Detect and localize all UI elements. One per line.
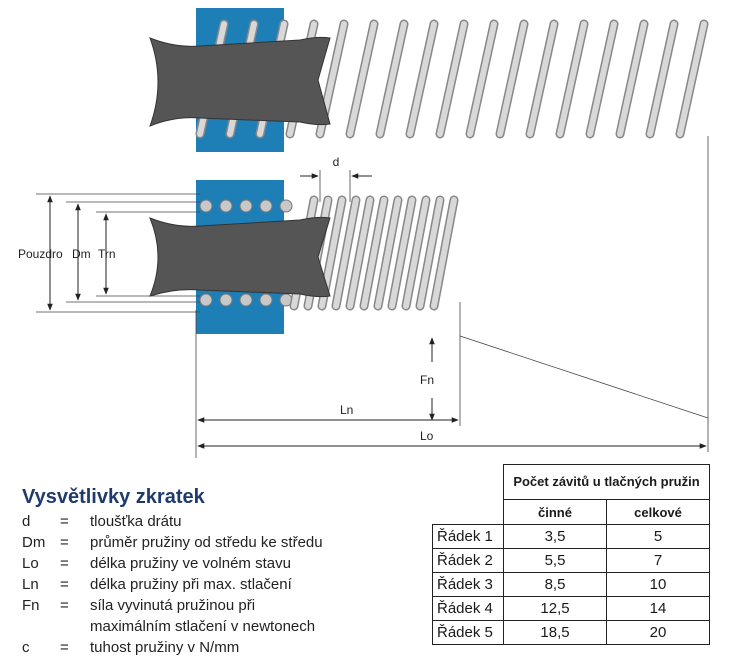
- legend-desc: délka pružiny ve volném stavu: [90, 555, 291, 572]
- legend-desc: maximálním stlačení v newtonech: [90, 618, 316, 635]
- compressed-spring-assembly: [149, 180, 459, 334]
- extension-lines: [36, 136, 709, 458]
- legend-row: Fn = síla vyvinutá pružinou při: [22, 595, 422, 616]
- legend-title: Vysvětlivky zkratek: [22, 486, 205, 508]
- spring-coil: [377, 21, 407, 137]
- wire-sections: [199, 199, 293, 307]
- dimension-arrows: [47, 173, 707, 449]
- legend-row: d = tloušťka drátu: [22, 511, 422, 532]
- wire-section: [199, 199, 213, 213]
- legend-desc: síla vyvinutá pružinou při: [90, 597, 256, 614]
- legend-eq: =: [60, 555, 69, 572]
- dm-label: Dm: [72, 247, 91, 261]
- legend-abbr: c: [22, 639, 30, 656]
- legend-row: maximálním stlačení v newtonech: [22, 616, 422, 637]
- spring-coil: [677, 21, 707, 137]
- legend-row: Ln = délka pružiny při max. stlačení: [22, 574, 422, 595]
- spring-coil: [527, 21, 557, 137]
- spring-coil: [437, 21, 467, 137]
- legend-abbr: Ln: [22, 576, 39, 593]
- legend-desc: délka pružiny při max. stlačení: [90, 576, 292, 593]
- legend-abbr: Lo: [22, 555, 39, 572]
- table-title: Počet závitů u tlačných pružin: [503, 464, 710, 500]
- d-label: d: [333, 155, 340, 169]
- wire-section: [259, 293, 273, 307]
- spring-coil: [417, 197, 443, 309]
- legend-desc: průměr pružiny od středu ke středu: [90, 534, 323, 551]
- abbreviations-legend: Vysvětlivky zkratek d = tloušťka drátu D…: [22, 486, 422, 658]
- active-turns: 8,5: [503, 572, 607, 597]
- legend-eq: =: [60, 597, 69, 614]
- spring-diagram: d Pouzdro Dm Trn Fn Ln Lo: [18, 8, 709, 458]
- trn-label: Trn: [98, 247, 116, 261]
- wire-section: [239, 293, 253, 307]
- spring-coil: [389, 197, 415, 309]
- total-turns: 7: [606, 548, 710, 573]
- spring-coil: [347, 197, 373, 309]
- legend-row: Dm = průměr pružiny od středu ke středu: [22, 532, 422, 553]
- column-active-header: činné: [503, 499, 607, 525]
- table-row: Řádek 5 18,5 20: [432, 620, 710, 645]
- wire-section: [279, 199, 293, 213]
- spring-coil: [361, 197, 387, 309]
- legend-eq: =: [60, 513, 69, 530]
- legend-abbr: Fn: [22, 597, 40, 614]
- legend-abbr: Dm: [22, 534, 46, 551]
- spring-coil: [431, 197, 457, 309]
- legend-desc: tloušťka drátu: [90, 513, 182, 530]
- legend-desc: tuhost pružiny v N/mm: [90, 639, 240, 656]
- ln-label: Ln: [340, 403, 353, 417]
- total-turns: 20: [606, 620, 710, 645]
- fn-label: Fn: [420, 373, 434, 387]
- legend-eq: =: [60, 576, 69, 593]
- wire-section: [219, 293, 233, 307]
- spring-coil: [407, 21, 437, 137]
- table-row: Řádek 3 8,5 10: [432, 572, 710, 597]
- housing-label: Pouzdro: [18, 247, 63, 261]
- legend-row: Lo = délka pružiny ve volném stavu: [22, 553, 422, 574]
- wire-section: [219, 199, 233, 213]
- active-turns: 12,5: [503, 596, 607, 621]
- spring-coil: [647, 21, 677, 137]
- spring-coil: [587, 21, 617, 137]
- row-label: Řádek 4: [432, 596, 504, 621]
- column-total-header: celkové: [606, 499, 710, 525]
- row-label: Řádek 2: [432, 548, 504, 573]
- spring-coil: [557, 21, 587, 137]
- free-spring-assembly: [149, 8, 709, 152]
- spring-coil: [617, 21, 647, 137]
- spring-coil: [333, 197, 359, 309]
- spring-turns-table: Počet závitů u tlačných pružin činné cel…: [432, 464, 710, 645]
- lower-rubber-bushing: [149, 216, 331, 298]
- active-turns: 18,5: [503, 620, 607, 645]
- row-label: Řádek 1: [432, 524, 504, 549]
- active-turns: 5,5: [503, 548, 607, 573]
- lo-label: Lo: [420, 429, 434, 443]
- row-label: Řádek 5: [432, 620, 504, 645]
- legend-abbr: d: [22, 513, 31, 530]
- total-turns: 10: [606, 572, 710, 597]
- table-row: Řádek 1 3,5 5: [432, 524, 710, 549]
- spring-coil: [497, 21, 527, 137]
- upper-rubber-bushing: [149, 36, 331, 127]
- spring-coil: [347, 21, 377, 137]
- wire-section: [259, 199, 273, 213]
- table-row: Řádek 2 5,5 7: [432, 548, 710, 573]
- wire-section: [199, 293, 213, 307]
- table-row: Řádek 4 12,5 14: [432, 596, 710, 621]
- legend-eq: =: [60, 534, 69, 551]
- spring-coil: [375, 197, 401, 309]
- spring-coil: [403, 197, 429, 309]
- legend-row: c = tuhost pružiny v N/mm: [22, 637, 422, 658]
- legend-eq: =: [60, 639, 69, 656]
- active-turns: 3,5: [503, 524, 607, 549]
- total-turns: 5: [606, 524, 710, 549]
- wire-section: [239, 199, 253, 213]
- spring-coil: [467, 21, 497, 137]
- row-label: Řádek 3: [432, 572, 504, 597]
- total-turns: 14: [606, 596, 710, 621]
